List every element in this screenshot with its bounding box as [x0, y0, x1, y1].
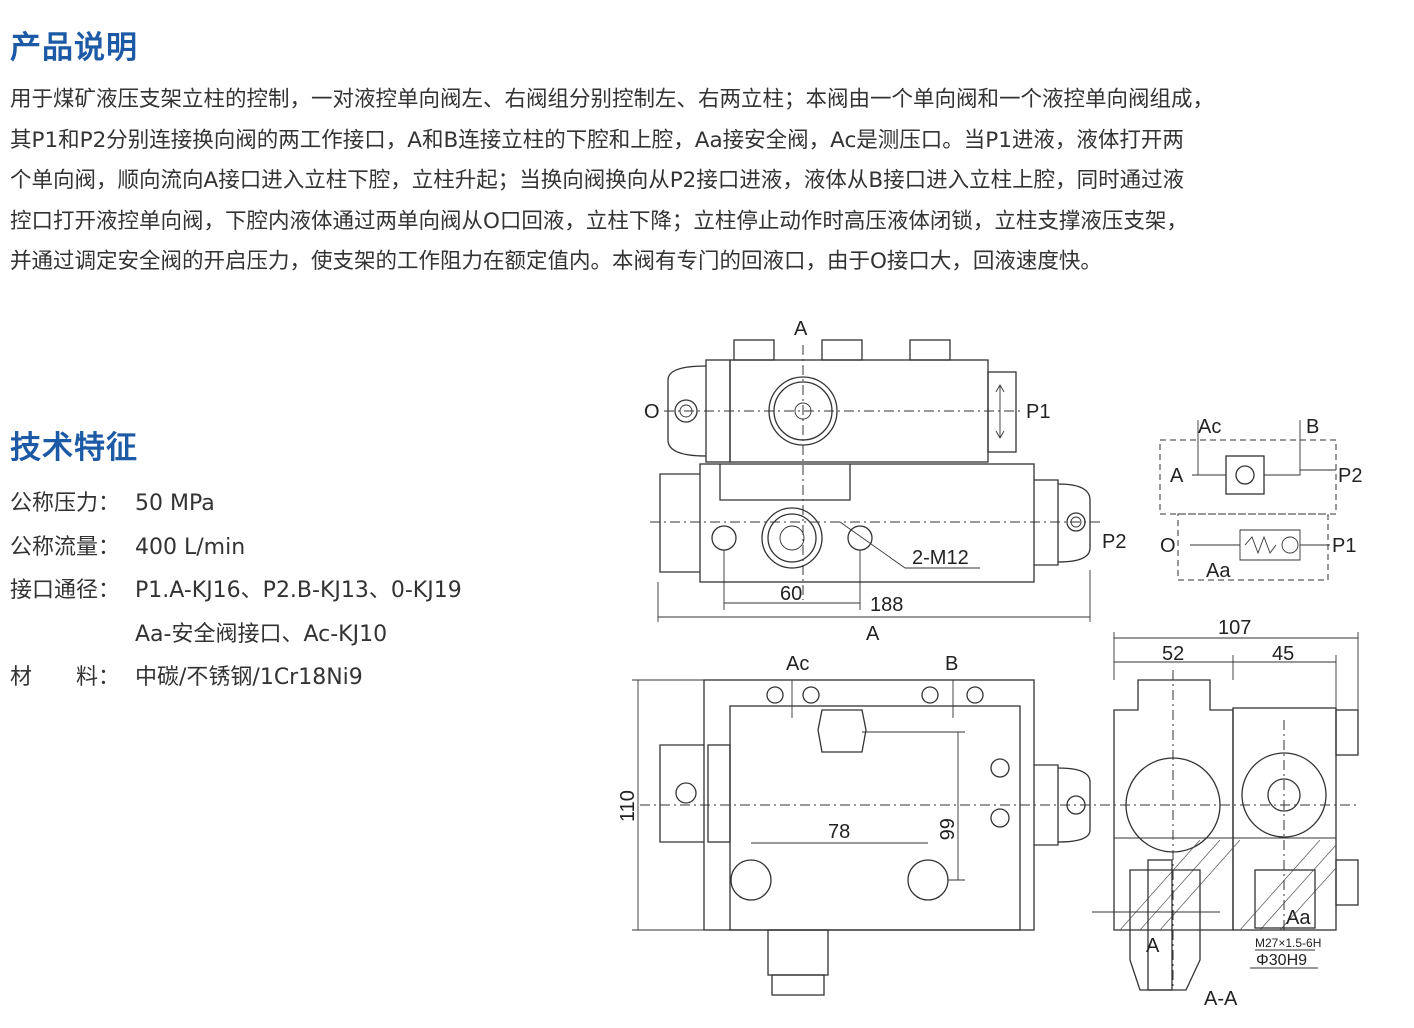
- spec-label: 公称流量：: [10, 534, 121, 560]
- spec-value: 50 MPa: [135, 491, 215, 516]
- label-p2: P2: [1102, 531, 1126, 553]
- section-title: A-A: [1204, 988, 1238, 1010]
- spec-row-ports-cont: Aa-安全阀接口、Ac-KJ10: [10, 613, 462, 657]
- section-marker-a: A: [866, 623, 880, 645]
- description-title: 产品说明: [10, 30, 138, 66]
- description-line: 并通过调定安全阀的开启压力，使支架的工作阻力在额定值内。本阀有专门的回液口，由于…: [10, 249, 1102, 274]
- dim-188: 188: [870, 594, 903, 616]
- dim-60: 60: [780, 583, 802, 605]
- spec-value: 中碳/不锈钢/1Cr18Ni9: [135, 665, 363, 690]
- spec-row-flow: 公称流量： 400 L/min: [10, 526, 462, 570]
- label-a: A: [794, 318, 808, 340]
- dim-110: 110: [617, 790, 639, 822]
- spec-label: 材 料：: [10, 665, 121, 690]
- spec-row-ports: 接口通径： P1.A-KJ16、P2.B-KJ13、0-KJ19: [10, 569, 462, 613]
- specs-title: 技术特征: [10, 430, 138, 466]
- dim-78: 78: [828, 821, 850, 843]
- dim-52: 52: [1162, 643, 1184, 665]
- schematic-label-aa: Aa: [1206, 560, 1231, 582]
- schematic-label-p1: P1: [1332, 535, 1356, 557]
- schematic-label-o: O: [1160, 535, 1176, 557]
- dim-45: 45: [1272, 643, 1294, 665]
- schematic-label-a: A: [1170, 465, 1184, 487]
- spec-value: P1.A-KJ16、P2.B-KJ13、0-KJ19: [135, 578, 462, 603]
- description-line: 控口打开液控单向阀，下腔内液体通过两单向阀从O口回液，立柱下降；立柱停止动作时高…: [10, 208, 1188, 234]
- description-paragraph: 用于煤矿液压支架立柱的控制，一对液控单向阀左、右阀组分别控制左、右两立柱；本阀由…: [10, 80, 1410, 283]
- specs-list: 公称压力： 50 MPa 公称流量： 400 L/min 接口通径： P1.A-KJ1…: [10, 482, 462, 700]
- bore-spec: Φ30H9: [1256, 952, 1307, 969]
- front-view: 2-M12 60 188 P2 A: [650, 463, 1126, 645]
- label-o: O: [644, 401, 660, 423]
- schematic-label-b: B: [1306, 416, 1319, 438]
- spec-label: 公称压力：: [10, 491, 121, 516]
- spec-label: 接口通径：: [10, 578, 121, 603]
- spec-value: 400 L/min: [135, 534, 246, 560]
- description-line: 用于煤矿液压支架立柱的控制，一对液控单向阀左、右阀组分别控制左、右两立柱；本阀由…: [10, 87, 1215, 112]
- description-line: 其P1和P2分别连接换向阀的两工作接口，A和B连接立柱的下腔和上腔，Aa接安全阀…: [10, 127, 1184, 153]
- section-label-a: A: [1146, 935, 1160, 957]
- label-p1: P1: [1026, 401, 1050, 423]
- dim-66: 66: [935, 818, 957, 840]
- spec-value: Aa-安全阀接口、Ac-KJ10: [135, 621, 388, 647]
- bottom-label-b: B: [945, 653, 958, 675]
- section-label-aa: Aa: [1286, 907, 1311, 929]
- schematic-label-p2: P2: [1338, 465, 1362, 487]
- hydraulic-schematic: Ac B A P2 O P1 Aa: [1159, 416, 1362, 582]
- top-view: A O P1: [644, 318, 1050, 600]
- bottom-label-ac: Ac: [786, 653, 809, 675]
- section-view: 107 52 45 A Aa M27×1.5-6H Φ30H9 A-A: [1092, 617, 1360, 1010]
- label-2-m12: 2-M12: [912, 547, 969, 569]
- bottom-view: Ac B 110 66 78: [617, 653, 1100, 996]
- dim-107: 107: [1218, 617, 1251, 639]
- spec-row-pressure: 公称压力： 50 MPa: [10, 482, 462, 526]
- spec-row-material: 材 料： 中碳/不锈钢/1Cr18Ni9: [10, 656, 462, 700]
- thread-spec: M27×1.5-6H: [1255, 936, 1321, 950]
- schematic-label-ac: Ac: [1198, 416, 1221, 438]
- description-line: 个单向阀，顺向流向A接口进入立柱下腔，立柱升起；当换向阀换向从P2接口进液，液体…: [10, 168, 1185, 193]
